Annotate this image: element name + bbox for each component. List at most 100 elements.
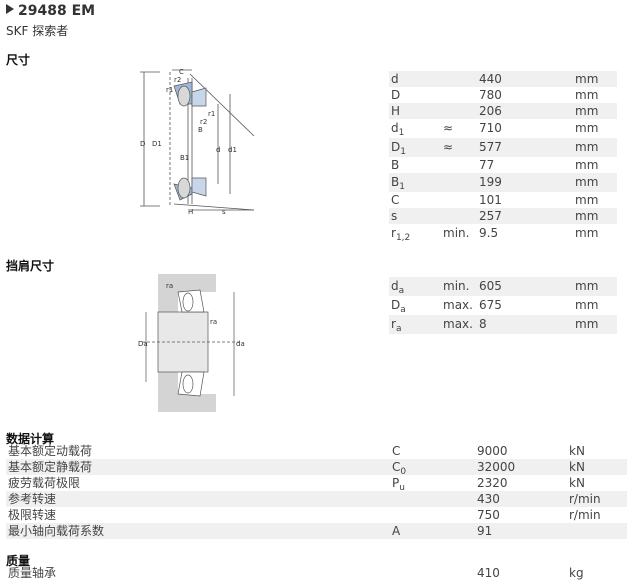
symbol-cell: d1 — [389, 119, 441, 138]
qualifier-cell — [441, 157, 477, 173]
value-cell: 780 — [479, 88, 502, 102]
unit-cell: r/min — [569, 508, 601, 522]
symbol: P — [392, 476, 400, 490]
page-title: 29488 EM — [6, 3, 95, 19]
section-abutment: 挡肩尺寸 — [6, 259, 55, 273]
unit-cell: mm — [575, 158, 599, 172]
qualifier-cell — [441, 208, 477, 224]
unit-cell: kN — [569, 476, 585, 490]
unit-cell: mm — [573, 277, 617, 296]
label-cell: 最小轴向载荷系数 — [6, 523, 390, 539]
symbol-subscript: a — [398, 286, 405, 296]
symbol-subscript: u — [399, 483, 405, 493]
label-D1: D1 — [152, 140, 162, 148]
unit-cell: mm — [575, 121, 599, 135]
label-r1-inner: r1 — [208, 110, 215, 118]
symbol-cell: Da — [389, 296, 441, 315]
symbol-subscript: a — [400, 305, 406, 315]
qualifier-cell: min. — [443, 226, 470, 240]
symbol-cell: da — [389, 277, 441, 296]
value-cell: 410 — [477, 566, 500, 580]
symbol: A — [392, 524, 401, 538]
label-H: H — [188, 208, 193, 216]
symbol: r — [391, 226, 396, 240]
symbol-cell: d — [389, 71, 441, 87]
symbol-cell: ra — [389, 315, 441, 334]
qualifier-cell: ≈ — [441, 138, 477, 157]
symbol: C — [392, 460, 401, 474]
unit-cell: mm — [573, 315, 617, 334]
symbol-cell: s — [389, 208, 441, 224]
label-ra-inner: ra — [210, 318, 217, 326]
symbol-cell — [390, 491, 475, 507]
value-cell: 101 — [479, 193, 502, 207]
symbol: C — [391, 193, 400, 207]
value-cell: 9000 — [477, 444, 508, 458]
label-ra: ra — [166, 282, 173, 290]
qualifier-cell: min. — [441, 277, 477, 296]
value-cell: 199 — [477, 173, 573, 192]
symbol-subscript: 1 — [399, 182, 405, 192]
symbol-subscript: 1,2 — [395, 233, 411, 243]
symbol: D — [391, 88, 401, 102]
value-cell: 206 — [477, 103, 573, 119]
value-cell: 257 — [477, 208, 573, 224]
label-B: B — [198, 126, 203, 134]
value-cell: 605 — [477, 277, 573, 296]
symbol: d — [391, 121, 399, 135]
value-cell: 710 — [479, 121, 502, 135]
value-cell: 430 — [475, 491, 567, 507]
symbol: D — [391, 298, 401, 312]
label-s: s — [222, 208, 226, 216]
symbol: H — [391, 104, 401, 118]
value-cell: 32000 — [475, 459, 567, 475]
label-d1: d1 — [228, 146, 237, 154]
section-dimensions: 尺寸 — [6, 53, 31, 67]
label-C: C — [179, 68, 184, 76]
symbol: D — [391, 140, 401, 154]
value-cell: 577 — [477, 138, 573, 157]
value-cell: 9.5 — [479, 226, 499, 240]
symbol-cell: C — [390, 443, 475, 459]
label-B1: B1 — [180, 154, 189, 162]
triangle-right-icon — [6, 4, 14, 14]
unit-cell: kN — [569, 444, 585, 458]
section-mass: 质量 — [6, 554, 31, 568]
label-cell: 参考转速 — [6, 491, 390, 507]
page-subtitle: SKF 探索者 — [6, 24, 69, 38]
qualifier-cell — [441, 192, 477, 208]
unit-cell — [567, 523, 627, 539]
symbol: r — [391, 317, 396, 331]
symbol-subscript: 1 — [400, 147, 406, 157]
value-cell: 675 — [479, 298, 502, 312]
unit-cell: r/min — [567, 491, 627, 507]
label-cell: 极限转速 — [8, 508, 57, 522]
symbol: C — [392, 444, 401, 458]
value-cell: 91 — [475, 523, 567, 539]
qualifier-cell: max. — [441, 315, 477, 334]
label-r2: r2 — [174, 76, 181, 84]
unit-cell: mm — [573, 173, 617, 192]
unit-cell: mm — [573, 208, 617, 224]
qualifier-cell: ≈ — [443, 121, 454, 135]
symbol: B — [391, 158, 400, 172]
